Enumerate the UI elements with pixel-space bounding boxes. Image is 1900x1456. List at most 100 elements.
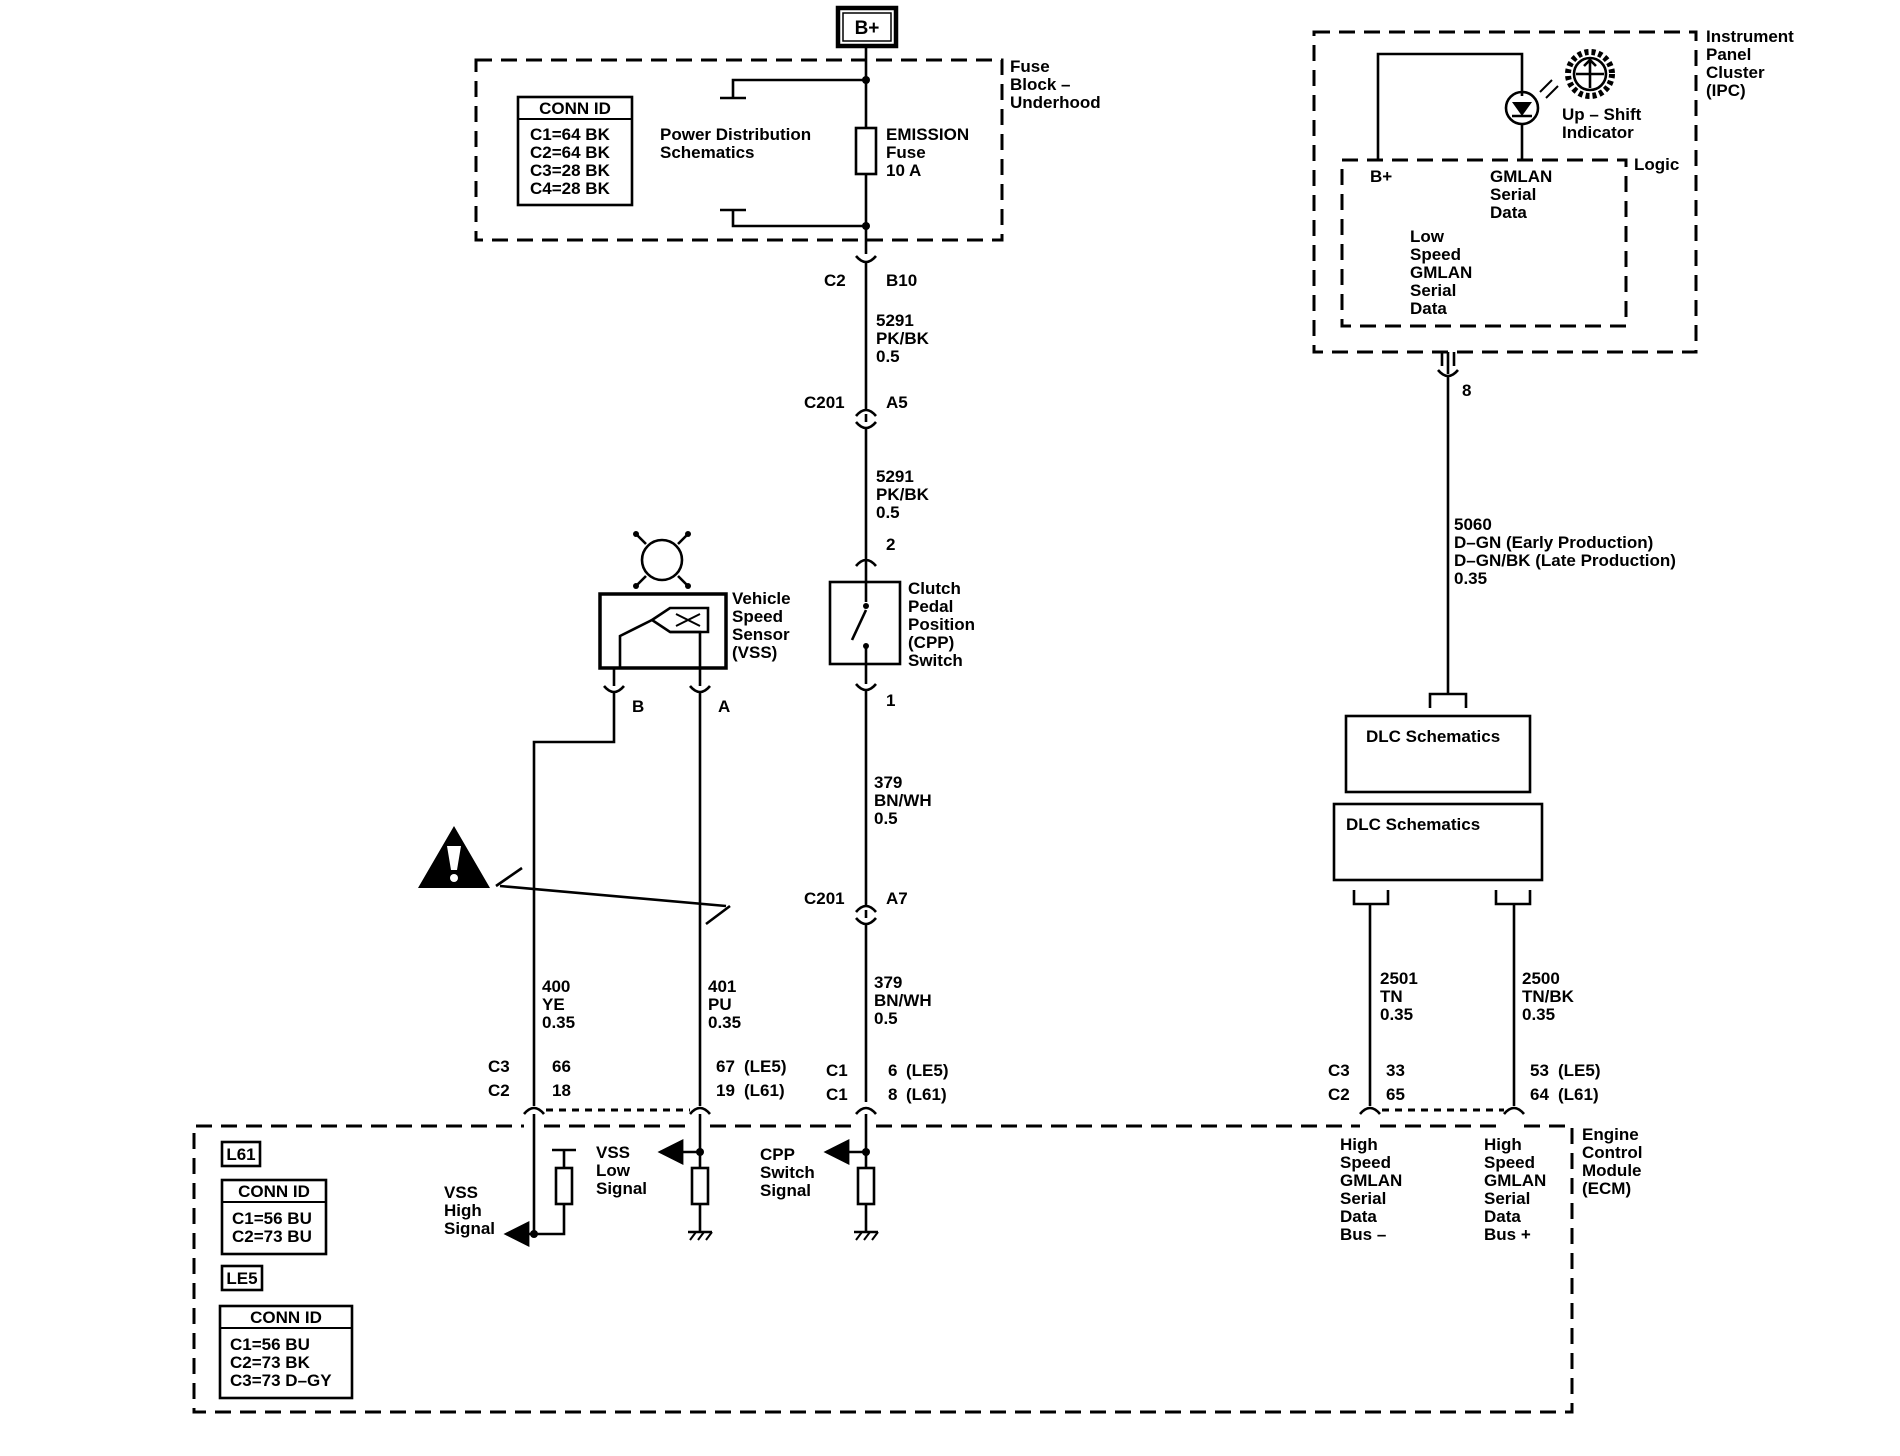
- cpp-signal-label-2: Switch: [760, 1163, 815, 1182]
- l61-conn-id-c2: C2=73 BU: [232, 1227, 312, 1246]
- power-distribution-label-2: Schematics: [660, 143, 755, 162]
- le5-conn-id-c3: C3=73 D–GY: [230, 1371, 332, 1390]
- dlc-c3-pin: 33: [1386, 1061, 1405, 1080]
- bus-minus-label-2: Speed: [1340, 1153, 1391, 1172]
- wire-5291-size-b: 0.5: [876, 503, 900, 522]
- vss-pin-b-label: B: [632, 697, 644, 716]
- dlc-schematics: [1332, 692, 1544, 1106]
- dlc-upper-box: [1344, 714, 1532, 794]
- bus-plus-label-3: GMLAN: [1484, 1171, 1546, 1190]
- wire-5291-size-a: 0.5: [876, 347, 900, 366]
- connector-vss-b: [603, 685, 625, 694]
- dlc-pin-64: 64: [1530, 1085, 1549, 1104]
- ipc-gmlan-1: GMLAN: [1490, 167, 1552, 186]
- ipc-low-speed-3: GMLAN: [1410, 263, 1472, 282]
- fuse-block-name-1: Fuse: [1010, 57, 1050, 76]
- fuse-block-underhood: Fuse Block – Underhood CONN ID C1=64 BK …: [474, 57, 1101, 242]
- pin-1-label: 1: [886, 691, 895, 710]
- connector-vss-a: [689, 685, 711, 694]
- vss-high-label-2: High: [444, 1201, 482, 1220]
- vss-low-label-3: Signal: [596, 1179, 647, 1198]
- connector-ecm-bus-plus: [1503, 1106, 1525, 1115]
- fuse-conn-id-c3: C3=28 BK: [530, 161, 611, 180]
- bplus-power-source: B+: [835, 5, 899, 49]
- vss-c2-pin: 18: [552, 1081, 571, 1100]
- ipc-label-4: (IPC): [1706, 81, 1746, 100]
- bus-plus-label-5: Data: [1484, 1207, 1521, 1226]
- ipc-gmlan-2: Serial: [1490, 185, 1536, 204]
- wire-2500-num: 2500: [1522, 969, 1560, 988]
- dlc-c3-label: C3: [1328, 1061, 1350, 1080]
- wire-5060-late: D–GN/BK (Late Production): [1454, 551, 1676, 570]
- ipc-label-2: Panel: [1706, 45, 1751, 64]
- ipc-logic-label: Logic: [1634, 155, 1679, 174]
- wire-2501-color: TN: [1380, 987, 1403, 1006]
- l61-tag: L61: [226, 1145, 255, 1164]
- vss-pin-19-option: (L61): [744, 1081, 785, 1100]
- bplus-label: B+: [855, 18, 880, 39]
- wire-400-num: 400: [542, 977, 570, 996]
- main-wire-circuit: C2 B10 5291 PK/BK 0.5 C201 A5 5291 PK/BK…: [804, 46, 975, 1115]
- ipc-low-speed-5: Data: [1410, 299, 1447, 318]
- ipc-low-speed-4: Serial: [1410, 281, 1456, 300]
- connector-c201-a5: [855, 408, 877, 417]
- ecm-label-1: Engine: [1582, 1125, 1639, 1144]
- pin-8-option: (L61): [906, 1085, 947, 1104]
- wire-2500-size: 0.35: [1522, 1005, 1555, 1024]
- ipc-low-speed-2: Speed: [1410, 245, 1461, 264]
- vss-high-label-3: Signal: [444, 1219, 495, 1238]
- sensor-element-icon: [649, 606, 710, 634]
- cpp-label-4: (CPP): [908, 633, 954, 652]
- fuse-conn-id-title: CONN ID: [539, 99, 611, 118]
- ipc-gmlan-3: Data: [1490, 203, 1527, 222]
- fuse-block-name-2: Block –: [1010, 75, 1070, 94]
- vss-c3-pin: 66: [552, 1057, 571, 1076]
- vss-c3-label: C3: [488, 1057, 510, 1076]
- ecm-label-4: (ECM): [1582, 1179, 1631, 1198]
- wire-379-size-b: 0.5: [874, 1009, 898, 1028]
- wire-5291-color-b: PK/BK: [876, 485, 930, 504]
- pin-a7-label: A7: [886, 889, 908, 908]
- connector-ecm-bus-minus: [1359, 1106, 1381, 1115]
- dlc-lower-label: DLC Schematics: [1346, 815, 1480, 834]
- wire-400-color: YE: [542, 995, 565, 1014]
- conn-c1-a-label: C1: [826, 1061, 848, 1080]
- wire-400-size: 0.35: [542, 1013, 575, 1032]
- le5-conn-id-table: [218, 1304, 354, 1400]
- wire-2500-color: TN/BK: [1522, 987, 1575, 1006]
- wire-379-num-b: 379: [874, 973, 902, 992]
- le5-tag-box: [220, 1264, 264, 1292]
- instrument-panel-cluster: [1312, 30, 1698, 694]
- vss-low-label-1: VSS: [596, 1143, 630, 1162]
- conn-c2-label: C2: [824, 271, 846, 290]
- upshift-label-2: Indicator: [1562, 123, 1634, 142]
- wire-401-size: 0.35: [708, 1013, 741, 1032]
- wire-5291-color-a: PK/BK: [876, 329, 930, 348]
- fuse-block-name-3: Underhood: [1010, 93, 1101, 112]
- connector-ecm-vss-high: [523, 1106, 545, 1115]
- vss-low-resistor-icon: [690, 1166, 710, 1206]
- upshift-label-1: Up – Shift: [1562, 105, 1642, 124]
- ipc-label-1: Instrument: [1706, 27, 1794, 46]
- vss-label-1: Vehicle: [732, 589, 791, 608]
- fuse-block-border: [474, 58, 1004, 242]
- twisted-pair-indicator: [495, 866, 731, 926]
- wire-5291-num-b: 5291: [876, 467, 914, 486]
- pin-6-option: (LE5): [906, 1061, 949, 1080]
- cpp-label-5: Switch: [908, 651, 963, 670]
- l61-conn-id-c1: C1=56 BU: [232, 1209, 312, 1228]
- fuse-label-3: 10 A: [886, 161, 921, 180]
- engine-control-module: L61 CONN ID C1=56 BU C2=73 BU LE5 CONN I…: [192, 1114, 1574, 1414]
- dlc-c2-pin: 65: [1386, 1085, 1405, 1104]
- fuse-conn-id-c1: C1=64 BK: [530, 125, 611, 144]
- vss-label-2: Speed: [732, 607, 783, 626]
- ecm-border: [192, 1124, 1574, 1414]
- bus-plus-label-6: Bus +: [1484, 1225, 1531, 1244]
- bus-minus-label-4: Serial: [1340, 1189, 1386, 1208]
- wire-401-color: PU: [708, 995, 732, 1014]
- switch-contact-icon: [850, 609, 868, 641]
- emission-fuse-icon: [854, 126, 878, 176]
- cpp-label-1: Clutch: [908, 579, 961, 598]
- vss-label-3: Sensor: [732, 625, 790, 644]
